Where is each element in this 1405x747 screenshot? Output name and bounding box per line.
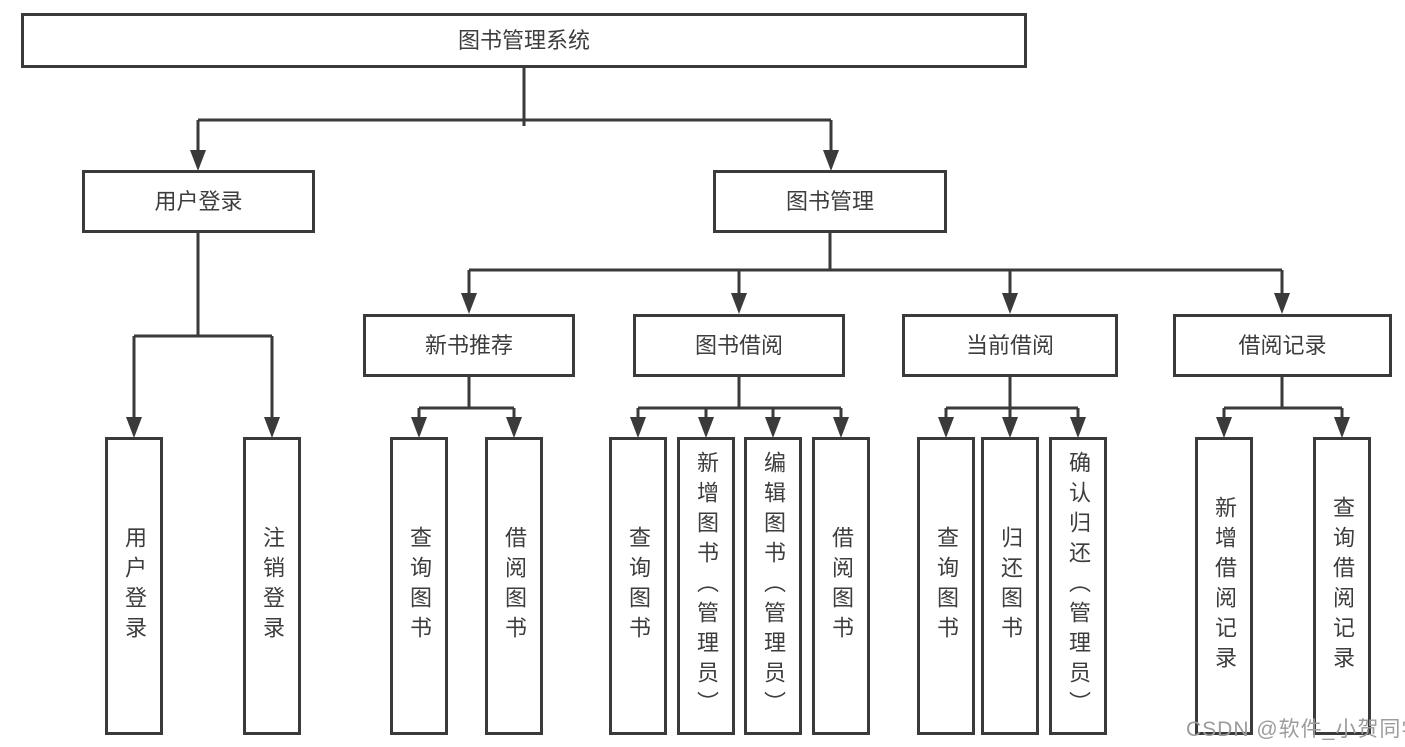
leaf-add-book-admin: 新增图书（管理员）: [677, 437, 735, 735]
node-book-management: 图书管理: [713, 170, 947, 233]
leaf-confirm-return-admin-label: 确认归还（管理员）: [1066, 451, 1091, 721]
leaf-return-book: 归还图书: [981, 437, 1039, 735]
leaf-return-book-label: 归还图书: [998, 526, 1023, 646]
leaf-user-login: 用户登录: [105, 437, 163, 735]
node-new-book-recommend: 新书推荐: [363, 314, 575, 377]
leaf-add-borrow-record: 新增借阅记录: [1195, 437, 1253, 735]
leaf-user-login-label: 用户登录: [122, 526, 147, 646]
leaf-query-books-3: 查询图书: [917, 437, 975, 735]
leaf-query-books-1-label: 查询图书: [407, 526, 432, 646]
csdn-watermark: CSDN @软件_小贺同学: [1186, 718, 1405, 741]
leaf-logout: 注销登录: [243, 437, 301, 735]
node-current-borrowing: 当前借阅: [902, 314, 1118, 377]
node-current-borrowing-label: 当前借阅: [965, 332, 1054, 358]
node-user-login-label: 用户登录: [154, 188, 243, 214]
node-borrow-records: 借阅记录: [1173, 314, 1392, 377]
leaf-query-borrow-record: 查询借阅记录: [1313, 437, 1371, 735]
node-user-login: 用户登录: [82, 170, 315, 233]
leaf-add-book-admin-label: 新增图书（管理员）: [694, 451, 719, 721]
node-borrow-records-label: 借阅记录: [1238, 332, 1327, 358]
leaf-query-books-1: 查询图书: [390, 437, 448, 735]
node-root-system: 图书管理系统: [21, 13, 1027, 68]
leaf-confirm-return-admin: 确认归还（管理员）: [1049, 437, 1107, 735]
leaf-borrow-books-2-label: 借阅图书: [829, 526, 854, 646]
node-root-system-label: 图书管理系统: [457, 27, 590, 53]
leaf-edit-book-admin: 编辑图书（管理员）: [744, 437, 802, 735]
node-book-management-label: 图书管理: [785, 188, 874, 214]
leaf-borrow-books-1-label: 借阅图书: [502, 526, 527, 646]
node-book-borrowing-label: 图书借阅: [694, 332, 783, 358]
node-book-borrowing: 图书借阅: [633, 314, 845, 377]
leaf-borrow-books-1: 借阅图书: [485, 437, 543, 735]
leaf-borrow-books-2: 借阅图书: [812, 437, 870, 735]
leaf-query-books-2-label: 查询图书: [626, 526, 651, 646]
leaf-logout-label: 注销登录: [260, 526, 285, 646]
leaf-query-borrow-record-label: 查询借阅记录: [1330, 496, 1355, 676]
leaf-edit-book-admin-label: 编辑图书（管理员）: [761, 451, 786, 721]
leaf-query-books-3-label: 查询图书: [934, 526, 959, 646]
node-new-book-recommend-label: 新书推荐: [424, 332, 513, 358]
leaf-add-borrow-record-label: 新增借阅记录: [1212, 496, 1237, 676]
leaf-query-books-2: 查询图书: [609, 437, 667, 735]
